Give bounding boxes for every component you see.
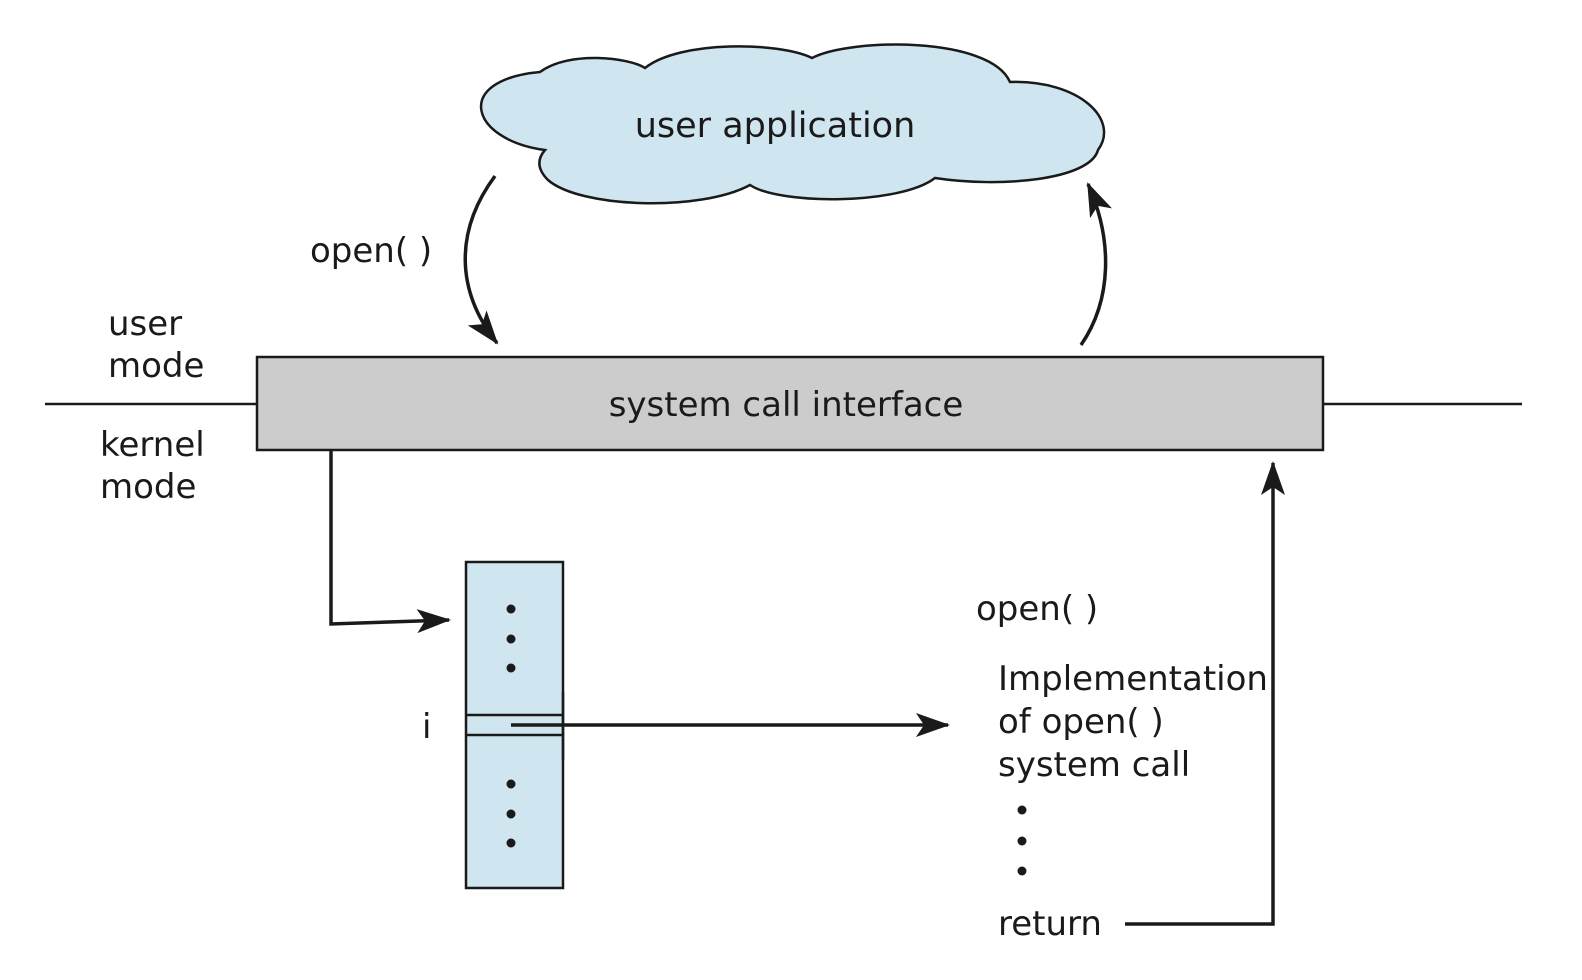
table-index-label: i <box>422 707 431 747</box>
return-label: return <box>998 904 1102 944</box>
kernel-mode-label-line1: kernel <box>100 425 205 465</box>
user-application-cloud <box>480 43 1106 205</box>
return-to-application-arrow <box>1079 182 1112 346</box>
system-call-interface-box <box>255 355 1325 452</box>
implementation-line1: Implementation <box>998 659 1268 699</box>
kernel-mode-label-line2: mode <box>100 467 196 507</box>
implementation-line3: system call <box>998 745 1190 785</box>
user-application-label: user application <box>635 106 916 146</box>
table-ellipsis-bottom <box>506 779 516 848</box>
return-to-interface-arrow <box>1125 461 1285 926</box>
implementation-ellipsis <box>1017 805 1027 876</box>
user-mode-label-line1: user <box>108 304 182 344</box>
system-call-interface-label: system call interface <box>609 385 964 425</box>
open-call-arrow <box>463 174 499 345</box>
interface-to-table-arrow <box>329 451 451 634</box>
implementation-line2: of open( ) <box>998 702 1164 742</box>
open-call-label: open( ) <box>310 231 432 271</box>
implementation-title: open( ) <box>976 589 1098 629</box>
user-mode-label-line2: mode <box>108 346 204 386</box>
table-ellipsis-top <box>506 604 516 673</box>
